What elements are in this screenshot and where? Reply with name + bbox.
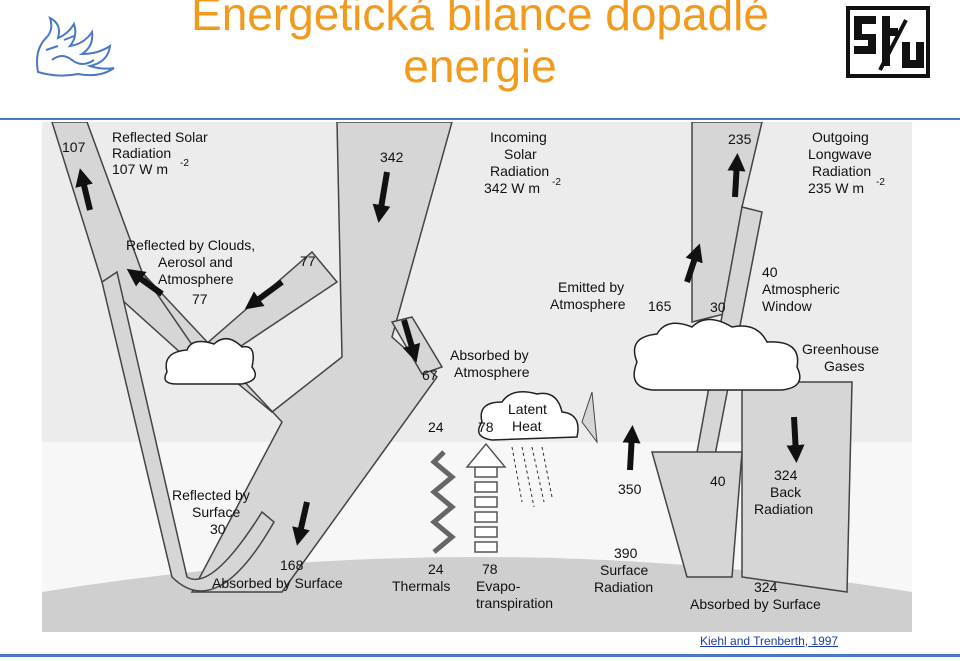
arrow-reflected-solar-up-icon — [75, 168, 93, 211]
reflected-solar-label-3: 107 W m — [112, 161, 168, 177]
reflected-solar-label-1: Reflected Solar — [112, 129, 208, 145]
cloud-right-icon — [633, 318, 801, 391]
surface-radiation-value: 390 — [614, 545, 638, 561]
surface-radiation-up-value: 350 — [618, 481, 642, 497]
incoming-solar-label-1: Incoming — [490, 129, 547, 145]
emitted-atmosphere-label-2: Atmosphere — [550, 296, 626, 312]
thermals-value-top: 24 — [428, 419, 444, 435]
arrow-absorbed-atmosphere-icon — [401, 319, 421, 363]
reflected-solar-exponent: -2 — [180, 158, 189, 169]
reflected-surface-label-2: Surface — [192, 504, 240, 520]
outgoing-label-1: Outgoing — [812, 129, 869, 145]
arrow-outgoing-up-icon — [727, 153, 746, 198]
absorbed-atmosphere-value: 67 — [422, 367, 438, 383]
incoming-solar-label-2: Solar — [504, 146, 537, 162]
arrow-back-radiation-down-icon — [786, 416, 805, 463]
arrow-surface-radiation-up-icon — [622, 425, 641, 471]
surface-radiation-label-1: Surface — [600, 562, 648, 578]
atmosphere-wall — [581, 391, 598, 444]
absorbed-atmosphere-label-2: Atmosphere — [454, 364, 530, 380]
reflected-clouds-label-3: Atmosphere — [158, 271, 234, 287]
outgoing-label-2: Longwave — [808, 146, 872, 162]
absorbed-surface-left-value: 168 — [280, 557, 304, 573]
top-divider — [0, 118, 960, 120]
incoming-solar-exponent: -2 — [552, 177, 561, 188]
evapotranspiration-value-top: 78 — [478, 419, 494, 435]
surface-radiation-beam — [651, 451, 743, 578]
outgoing-exponent: -2 — [876, 177, 885, 188]
reflected-clouds-beam — [51, 122, 339, 373]
latent-heat-label-1: Latent — [508, 401, 547, 417]
university-lion-logo-icon — [36, 16, 115, 77]
cloud-left-icon — [164, 338, 257, 385]
outgoing-label-4: 235 W m — [808, 180, 864, 196]
thermals-label: Thermals — [392, 578, 450, 594]
greenhouse-label-1: Greenhouse — [802, 341, 879, 357]
thermals-zigzag — [430, 450, 456, 554]
stu-logo-icon — [846, 6, 930, 78]
back-radiation-label-2: Radiation — [754, 501, 813, 517]
back-radiation-beam — [741, 381, 853, 593]
outgoing-label-3: Radiation — [812, 163, 871, 179]
greenhouse-label-2: Gases — [824, 358, 864, 374]
latent-heat-label-2: Heat — [512, 418, 542, 434]
reflected-solar-value: 107 — [62, 139, 86, 155]
flow-arrows — [75, 153, 805, 546]
arrow-reflected-clouds-icon — [126, 268, 164, 297]
window-value-30: 30 — [710, 299, 726, 315]
evapotranspiration-label-1: Evapo- — [476, 578, 521, 594]
back-radiation-label-1: Back — [770, 484, 802, 500]
absorbed-surface-right-label: Absorbed by Surface — [690, 596, 821, 612]
reflected-surface-label-1: Reflected by — [172, 487, 250, 503]
arrow-absorbed-surface-icon — [292, 501, 310, 546]
reflected-clouds-label-2: Aerosol and — [158, 254, 233, 270]
evapotranspiration-arrow — [465, 442, 507, 553]
atmospheric-window-label-2: Window — [762, 298, 813, 314]
reflected-clouds-label-1: Reflected by Clouds, — [126, 237, 255, 253]
energy-balance-diagram: 107 Reflected Solar Radiation 107 W m -2… — [42, 122, 912, 632]
citation-link[interactable]: Kiehl and Trenberth, 1997 — [700, 634, 839, 648]
absorbed-atmosphere-label-1: Absorbed by — [450, 347, 529, 363]
atmospheric-window-value: 40 — [762, 264, 778, 280]
rain-streaks — [511, 446, 553, 508]
back-radiation-value: 324 — [774, 467, 798, 483]
arrow-emitted-atmosphere-icon — [684, 243, 703, 283]
outgoing-value: 235 — [728, 131, 752, 147]
bottom-divider — [0, 654, 960, 657]
evapotranspiration-label-2: transpiration — [476, 595, 553, 611]
cloud-latent-heat-icon — [477, 391, 579, 441]
incoming-solar-label-4: 342 W m — [484, 180, 540, 196]
incoming-solar-value: 342 — [380, 149, 404, 165]
arrow-clouds-down-icon — [244, 279, 284, 310]
evapotranspiration-value-bottom: 78 — [482, 561, 498, 577]
reflected-clouds-value-right: 77 — [300, 253, 316, 269]
surface-radiation-label-2: Radiation — [594, 579, 653, 595]
thermals-value-bottom: 24 — [428, 561, 444, 577]
reflected-surface-value: 30 — [210, 521, 226, 537]
absorbed-surface-left-label: Absorbed by Surface — [212, 575, 343, 591]
window-bottom-value: 40 — [710, 473, 726, 489]
emitted-atmosphere-value: 165 — [648, 298, 672, 314]
reflected-surface-beam — [101, 270, 275, 592]
incoming-solar-label-3: Radiation — [490, 163, 549, 179]
page-title: Energetická bilance dopadlé energie — [191, 0, 769, 92]
emitted-atmosphere-label-1: Emitted by — [558, 279, 624, 295]
reflected-clouds-value-left: 77 — [192, 291, 208, 307]
arrow-incoming-down-icon — [372, 171, 391, 223]
atmospheric-window-label-1: Atmospheric — [762, 281, 840, 297]
reflected-solar-label-2: Radiation — [112, 145, 171, 161]
absorbed-surface-right-value: 324 — [754, 579, 778, 595]
